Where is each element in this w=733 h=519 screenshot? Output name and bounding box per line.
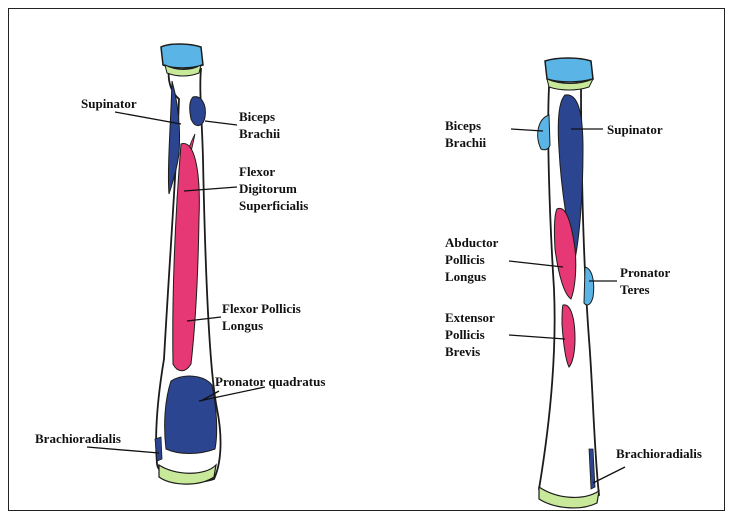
left-radius-bone: [155, 44, 221, 484]
label-right-extensor-pollicis-brevis: Extensor Pollicis Brevis: [445, 309, 495, 360]
label-right-supinator: Supinator: [607, 121, 663, 138]
right-biceps-muscle: [538, 115, 550, 150]
label-right-pronator-teres: Pronator Teres: [620, 264, 670, 298]
label-left-brachioradialis: Brachioradialis: [35, 430, 121, 447]
right-pronator-teres-muscle: [584, 267, 594, 305]
label-right-biceps-brachii: Biceps Brachii: [445, 117, 486, 151]
left-biceps-muscle: [190, 97, 206, 126]
left-radial-head: [161, 44, 203, 68]
label-left-biceps-brachii: Biceps Brachii: [239, 108, 280, 142]
figure-frame: Supinator Biceps Brachii Flexor Digitoru…: [8, 8, 725, 511]
right-radial-head: [545, 58, 593, 82]
right-radius-bone: [538, 58, 599, 508]
label-left-flexor-pollicis-longus: Flexor Pollicis Longus: [222, 300, 301, 334]
left-pq-muscle: [165, 376, 217, 453]
label-left-pronator-quadratus: Pronator quadratus: [215, 373, 325, 390]
label-left-flexor-digitorum-superficialis: Flexor Digitorum Superficialis: [239, 163, 308, 214]
label-right-abductor-pollicis-longus: Abductor Pollicis Longus: [445, 234, 498, 285]
label-right-brachioradialis: Brachioradialis: [616, 445, 702, 462]
label-left-supinator: Supinator: [81, 95, 137, 112]
